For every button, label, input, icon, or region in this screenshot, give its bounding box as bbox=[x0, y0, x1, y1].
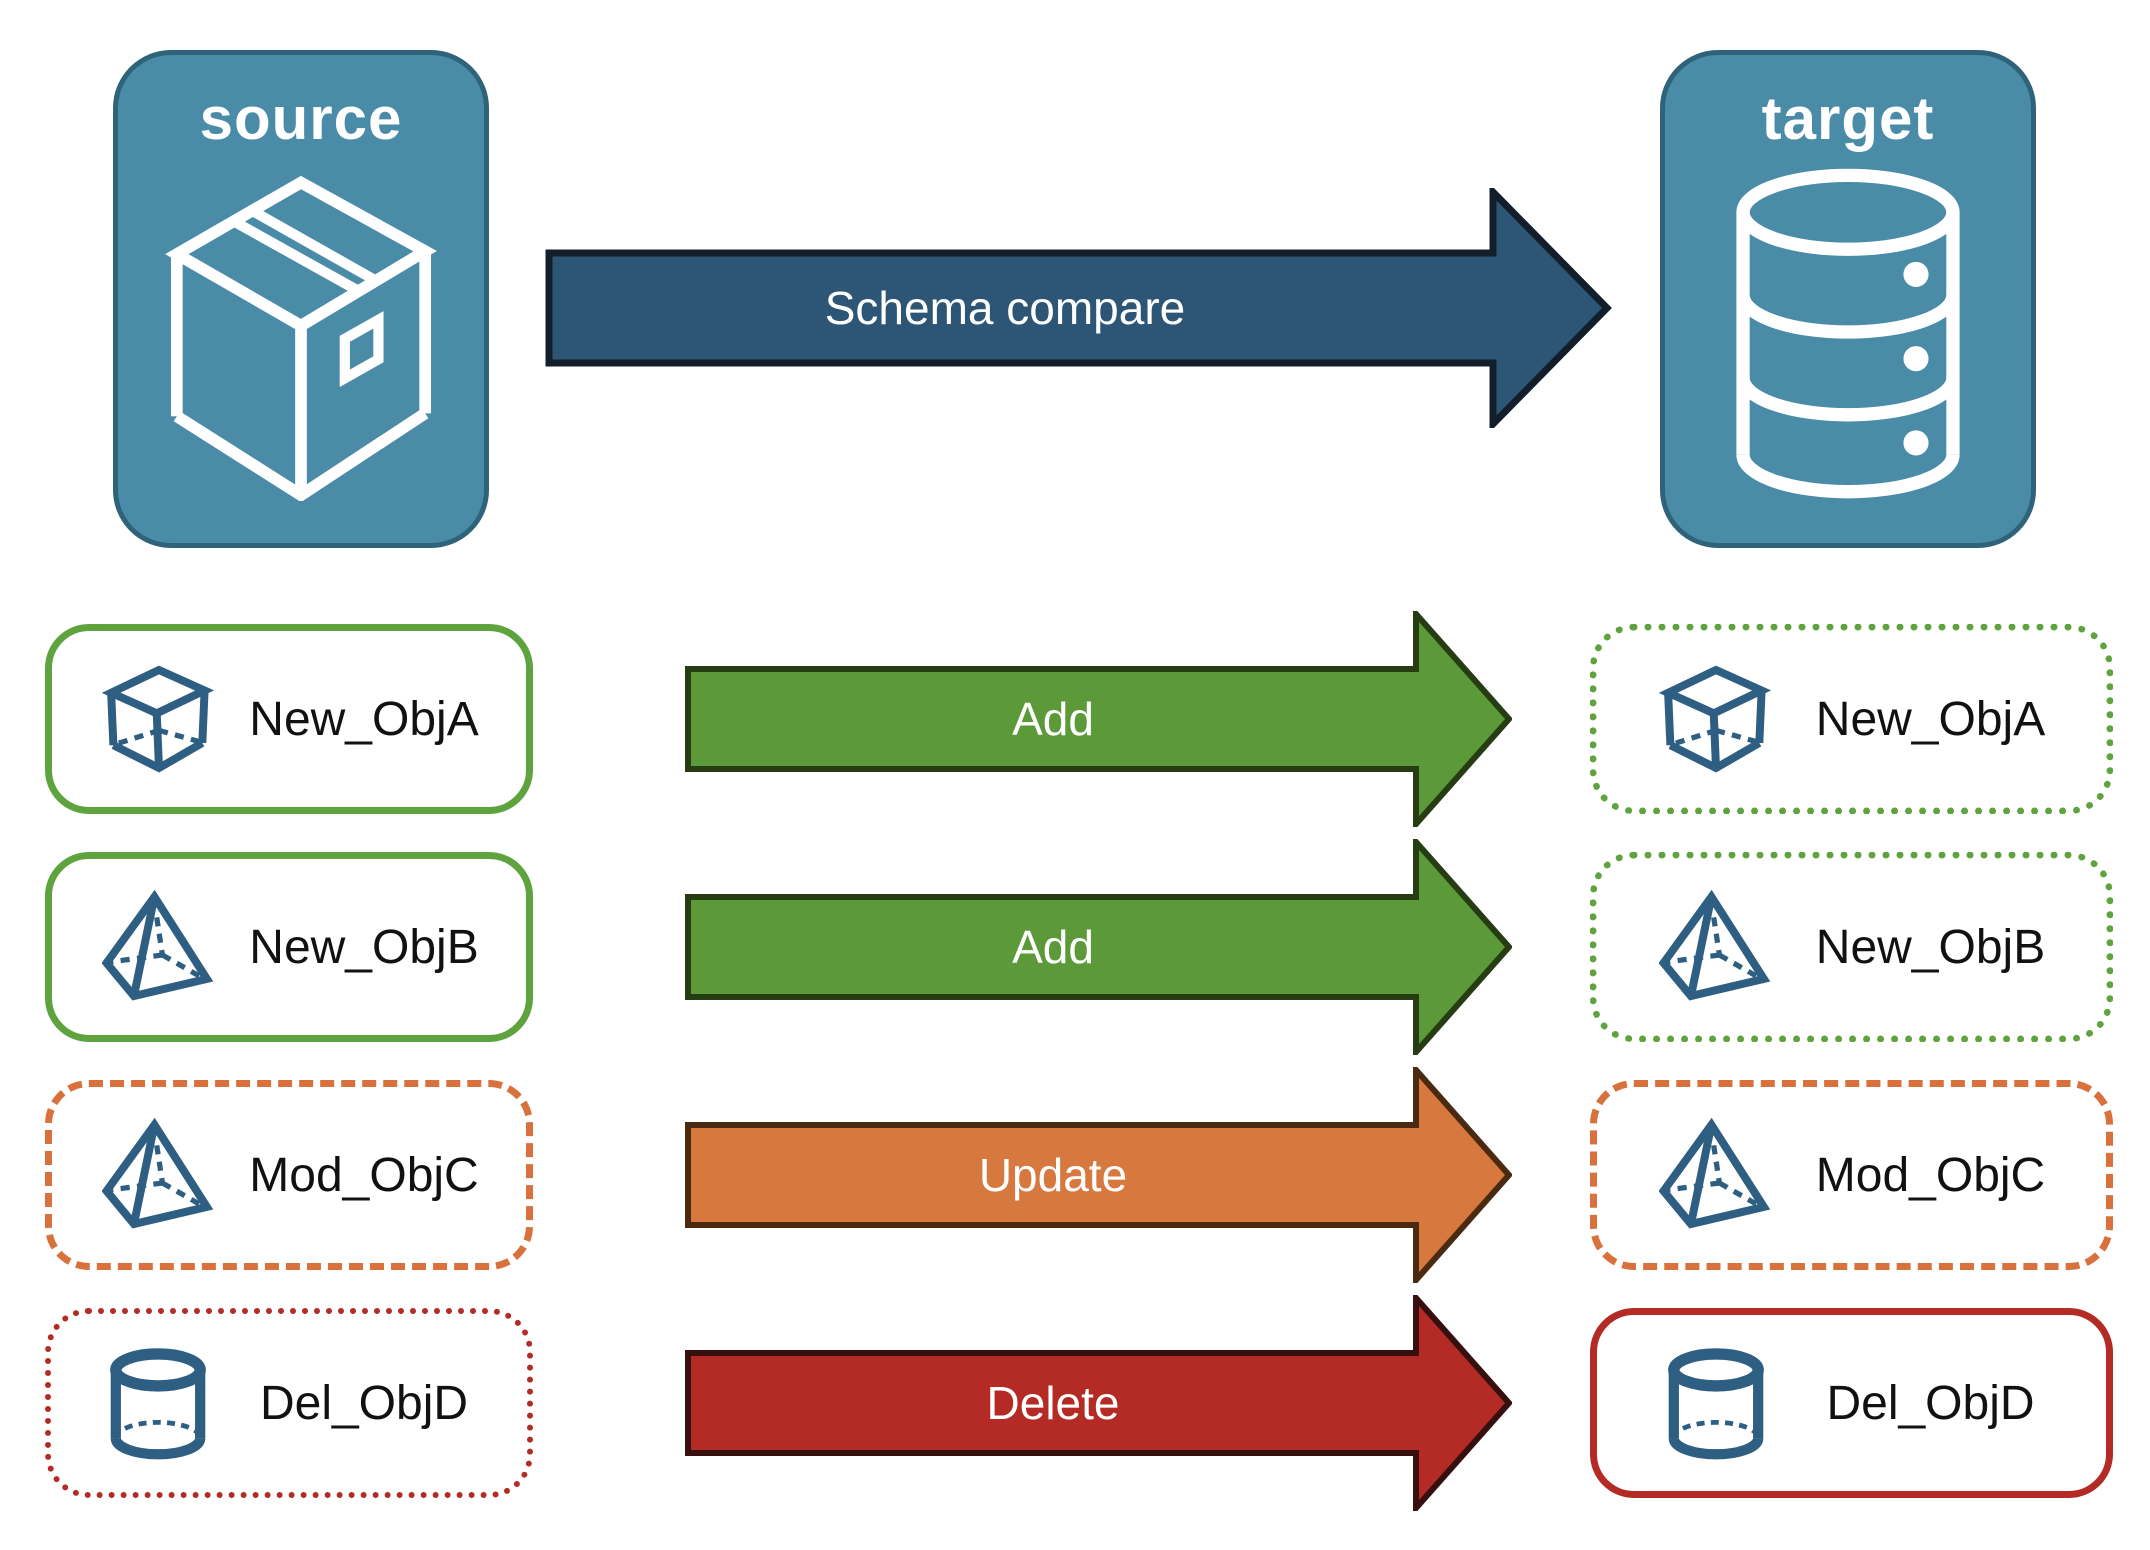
object-label: Mod_ObjC bbox=[249, 1148, 479, 1202]
source-object-box: Del_ObjD bbox=[45, 1308, 533, 1498]
source-object-box: Mod_ObjC bbox=[45, 1080, 533, 1270]
pyramid-icon bbox=[1659, 887, 1773, 1007]
pyramid-icon bbox=[1659, 1115, 1773, 1235]
action-label: Delete bbox=[987, 1377, 1120, 1429]
target-object-box: New_ObjB bbox=[1590, 852, 2113, 1042]
source-object-box: New_ObjB bbox=[45, 852, 533, 1042]
target-object-box: Mod_ObjC bbox=[1590, 1080, 2113, 1270]
object-label: Del_ObjD bbox=[1826, 1376, 2035, 1430]
cylinder-icon bbox=[1659, 1343, 1773, 1463]
schema-compare-label: Schema compare bbox=[825, 282, 1186, 334]
database-icon bbox=[1729, 165, 1967, 505]
cube-icon bbox=[1659, 659, 1773, 779]
target-object-box: New_ObjA bbox=[1590, 624, 2113, 814]
action-label: Add bbox=[1012, 921, 1094, 973]
source-panel-title: source bbox=[199, 85, 403, 152]
action-arrow-update: Update bbox=[685, 1067, 1512, 1283]
cube-icon bbox=[102, 659, 216, 779]
target-panel: target bbox=[1660, 50, 2036, 548]
action-arrow-delete: Delete bbox=[685, 1295, 1512, 1511]
action-label: Update bbox=[979, 1149, 1127, 1201]
target-object-box: Del_ObjD bbox=[1590, 1308, 2113, 1498]
object-label: New_ObjA bbox=[1815, 692, 2046, 746]
object-label: New_ObjB bbox=[1815, 920, 2046, 974]
action-label: Add bbox=[1012, 693, 1094, 745]
object-label: New_ObjA bbox=[249, 692, 479, 746]
action-arrow-add: Add bbox=[685, 839, 1512, 1055]
package-box-icon bbox=[153, 165, 449, 501]
source-object-box: New_ObjA bbox=[45, 624, 533, 814]
cylinder-icon bbox=[101, 1343, 215, 1463]
object-label: New_ObjB bbox=[249, 920, 479, 974]
target-panel-title: target bbox=[1761, 85, 1935, 152]
object-label: Del_ObjD bbox=[259, 1376, 469, 1430]
object-label: Mod_ObjC bbox=[1815, 1148, 2046, 1202]
action-arrow-add: Add bbox=[685, 611, 1512, 827]
pyramid-icon bbox=[102, 1115, 216, 1235]
source-panel: source bbox=[113, 50, 489, 548]
schema-compare-arrow: Schema compare bbox=[545, 188, 1612, 428]
pyramid-icon bbox=[102, 887, 216, 1007]
